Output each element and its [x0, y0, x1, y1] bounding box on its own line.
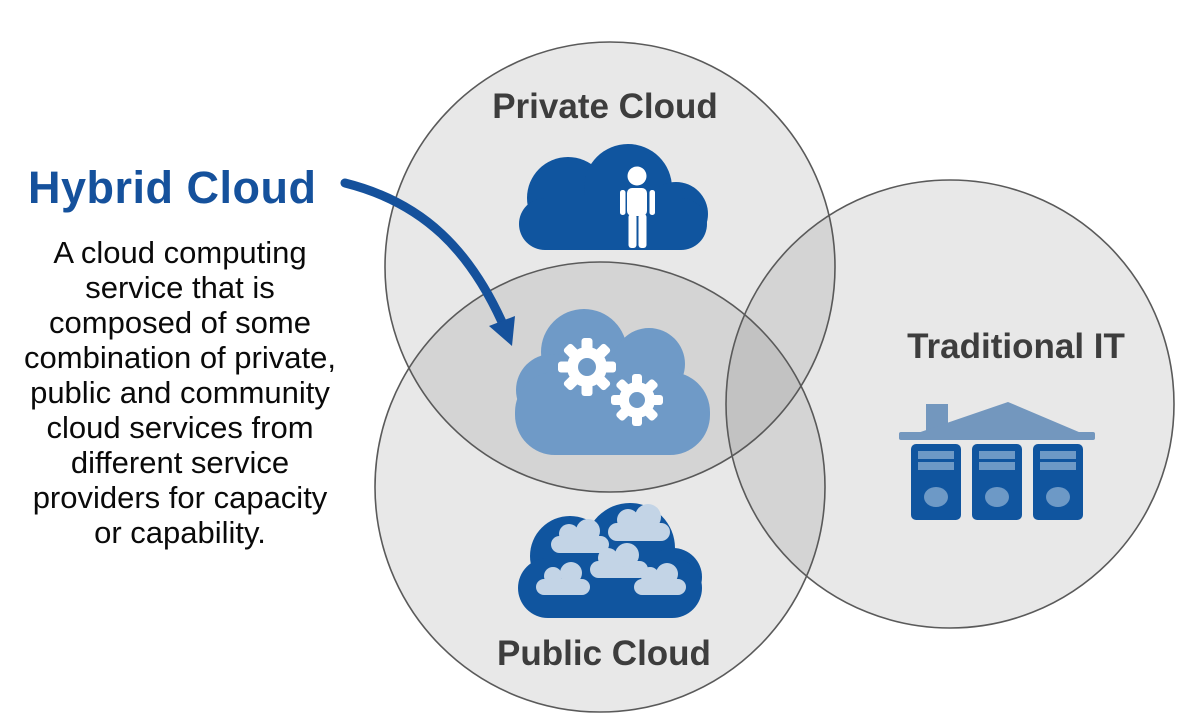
small-cloud-icon	[590, 543, 648, 578]
private-cloud-circle	[384, 41, 836, 493]
description-line: composed of some	[49, 305, 311, 340]
small-cloud-icon	[551, 519, 609, 553]
gear-icon	[558, 338, 616, 396]
description-line: service that is	[85, 270, 275, 305]
public-cloud-label: Public Cloud	[497, 634, 711, 673]
roof-icon	[899, 402, 1095, 440]
gear-icon	[611, 374, 663, 426]
public-cloud-circle	[374, 261, 826, 713]
small-cloud-icon	[536, 562, 590, 595]
small-cloud-icon	[634, 563, 686, 595]
description-line: different service	[70, 445, 290, 480]
cloud-with-gears-icon	[515, 309, 710, 455]
description-line: combination of private,	[24, 340, 336, 375]
hybrid-cloud-description: A cloud computing service that is compos…	[6, 235, 354, 550]
description-line: cloud services from	[46, 410, 314, 445]
server-tower-icon	[1033, 444, 1083, 520]
description-line: A cloud computing	[53, 235, 307, 270]
roofed-server-racks-icon	[899, 402, 1095, 520]
curved-arrow-icon	[340, 178, 515, 346]
description-line: public and community	[30, 375, 330, 410]
description-line: providers for capacity	[32, 480, 328, 515]
traditional-it-label: Traditional IT	[907, 327, 1125, 366]
small-cloud-icon	[608, 504, 670, 541]
person-icon	[620, 166, 655, 248]
venn-circles	[374, 41, 1175, 713]
traditional-it-circle	[725, 179, 1175, 629]
cloud-with-person-icon	[519, 144, 708, 250]
server-tower-icon	[911, 444, 961, 520]
description-line: or capability.	[94, 515, 266, 550]
private-cloud-label: Private Cloud	[492, 87, 718, 126]
cloud-of-clouds-icon	[518, 503, 702, 618]
server-tower-icon	[972, 444, 1022, 520]
page-title: Hybrid Cloud	[28, 162, 317, 213]
